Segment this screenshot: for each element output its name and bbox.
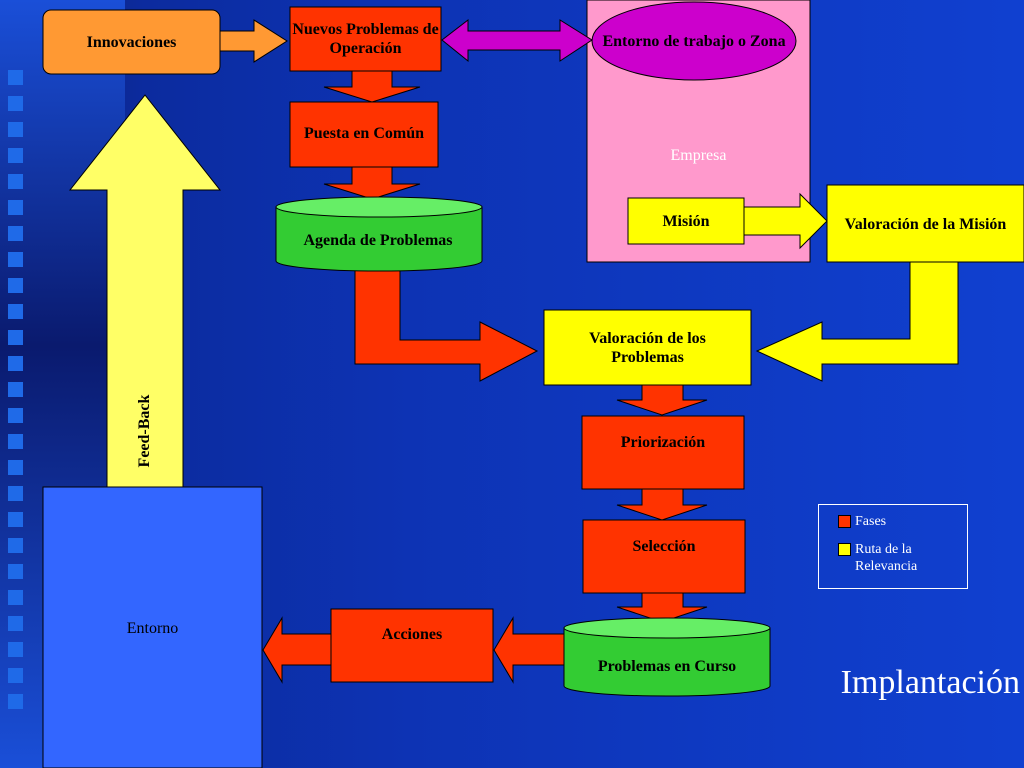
innovaciones-box (42, 9, 221, 75)
legend: Fases Ruta de la Relevancia (818, 504, 968, 589)
legend-item-ruta: Ruta de la Relevancia (838, 541, 965, 575)
arrow-puesta-to-agenda (323, 166, 421, 200)
agenda-cylinder (275, 207, 483, 272)
puesta-comun-label: Puesta en Común (303, 124, 424, 142)
problemas-curso-label: Problemas en Curso (597, 657, 737, 675)
legend-item-fases: Fases (838, 513, 965, 530)
arrow-mision-to-valoracion (743, 192, 828, 250)
legend-fases-label: Fases (855, 514, 887, 529)
slide-title: Implantación (840, 664, 1020, 701)
seleccion-box (582, 519, 746, 594)
feedback-arrow (68, 94, 222, 489)
arrow-agenda-to-valoracion (354, 269, 539, 382)
mision-box (627, 197, 745, 245)
arrow-seleccion-to-problemas (616, 591, 708, 623)
valoracion-problemas-label: Valoración de los Problemas (589, 330, 706, 366)
seleccion-label: Selección (632, 537, 696, 555)
mision-label: Misión (662, 212, 710, 230)
valoracion-mision-box (826, 184, 1024, 263)
legend-swatch-yellow (838, 543, 851, 556)
priorizacion-box (581, 415, 745, 490)
puesta-comun-box (289, 101, 439, 168)
entorno-label: Entorno (126, 619, 179, 637)
empresa-label: Empresa (670, 146, 727, 164)
arrow-valoracion-to-priorizacion (616, 384, 708, 416)
acciones-label: Acciones (381, 625, 443, 643)
entorno-trabajo-label: Entorno de trabajo o Zona (602, 32, 786, 50)
valoracion-problemas-box (543, 309, 752, 386)
arrow-problemas-to-acciones (493, 616, 566, 684)
priorizacion-label: Priorización (620, 433, 706, 451)
arrow-nuevos-entorno-trabajo (441, 18, 593, 63)
nuevos-problemas-label: Nuevos Problemas de Operación (292, 21, 439, 57)
legend-swatch-red (838, 515, 851, 528)
arrow-priorizacion-to-seleccion (616, 488, 708, 521)
arrow-valmision-to-valproblemas (755, 261, 959, 382)
entorno-box (42, 486, 263, 768)
legend-ruta-label: Ruta de la Relevancia (855, 542, 918, 574)
arrow-nuevos-to-puesta (323, 70, 421, 103)
decorative-squares (8, 70, 28, 720)
arrow-acciones-to-entorno (262, 616, 332, 684)
arrow-innov-to-nuevos (219, 19, 288, 63)
valoracion-mision-label: Valoración de la Misión (844, 215, 1007, 233)
agenda-label: Agenda de Problemas (303, 231, 453, 249)
innovaciones-label: Innovaciones (86, 33, 177, 51)
acciones-box (330, 608, 494, 683)
feedback-label: Feed-Back (136, 394, 153, 468)
problemas-curso-cylinder (563, 628, 771, 697)
nuevos-problemas-box (289, 6, 442, 72)
entorno-trabajo-ellipse (591, 1, 797, 81)
